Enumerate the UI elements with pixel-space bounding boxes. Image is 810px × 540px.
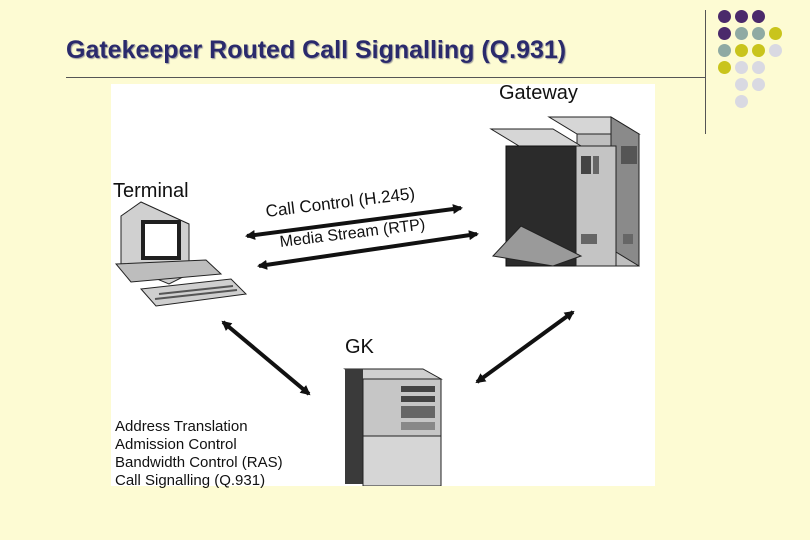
decorative-dot: [752, 78, 765, 91]
decorative-dot: [718, 10, 731, 23]
decorative-dot: [735, 95, 748, 108]
terminal-label: Terminal: [113, 180, 189, 202]
gateway-gk-arrow: [475, 310, 575, 384]
terminal-computer-icon: [114, 201, 248, 307]
decorative-dot: [752, 27, 765, 40]
terminal-gk-arrow: [221, 320, 311, 396]
decorative-dot: [718, 61, 731, 74]
decorative-dot: [735, 27, 748, 40]
gatekeeper-server-icon: [343, 368, 443, 486]
ras-function-item: Admission Control: [115, 436, 237, 453]
title-divider-vertical: [705, 10, 706, 134]
decorative-dot: [735, 44, 748, 57]
decorative-dot: [735, 78, 748, 91]
decorative-dot: [769, 27, 782, 40]
gateway-servers-icon: [489, 116, 641, 267]
decorative-dot: [735, 10, 748, 23]
diagram-artwork: [114, 116, 641, 486]
gk-label: GK: [345, 336, 374, 358]
decorative-dot: [752, 44, 765, 57]
ras-function-item: Call Signalling (Q.931): [115, 472, 266, 489]
ras-function-item: Bandwidth Control (RAS): [115, 454, 283, 471]
decorative-dot: [769, 44, 782, 57]
title-divider-horizontal: [66, 77, 706, 78]
decorative-dot: [752, 61, 765, 74]
decorative-dot: [752, 10, 765, 23]
decorative-dot: [735, 61, 748, 74]
decorative-dot: [718, 27, 731, 40]
gateway-label: Gateway: [499, 82, 578, 104]
media-stream-arrow: [257, 230, 479, 270]
diagram-panel: Gateway Terminal GK Call Control (H.245)…: [111, 82, 655, 489]
decorative-dot-grid: [718, 10, 798, 120]
slide-title: Gatekeeper Routed Call Signalling (Q.931…: [66, 36, 567, 64]
ras-function-item: Address Translation: [115, 418, 248, 435]
decorative-dot: [718, 44, 731, 57]
